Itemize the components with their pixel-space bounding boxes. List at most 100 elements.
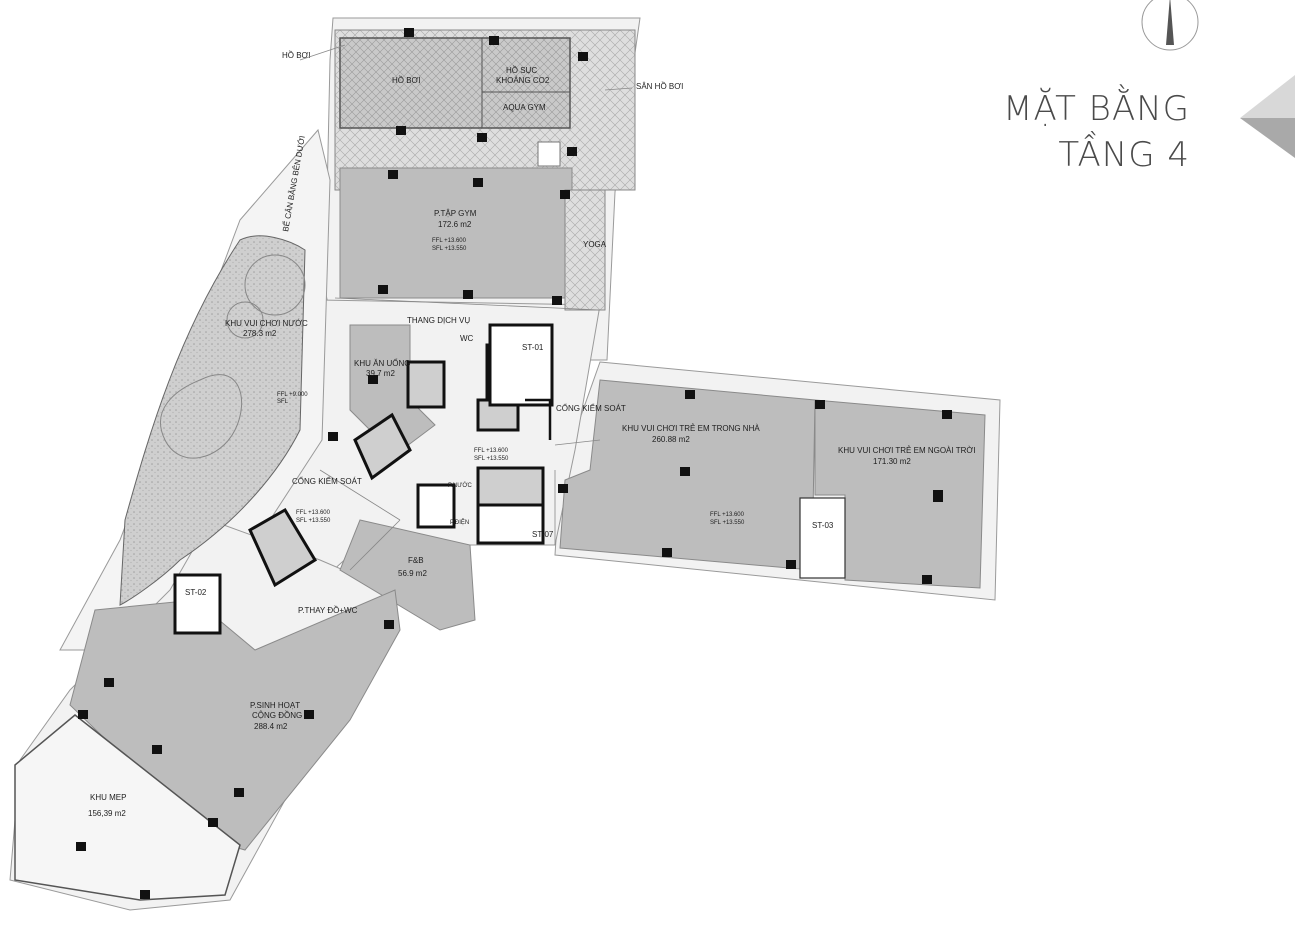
- label-community-name-2: CỘNG ĐỒNG: [252, 710, 302, 720]
- label-water-play-area: 278.3 m2: [243, 329, 277, 338]
- water-feature: [244, 254, 306, 316]
- label-st07: ST-07: [532, 530, 554, 539]
- label-st02: ST-02: [185, 588, 207, 597]
- label-outdoor-kids-area: 171.30 m2: [873, 457, 911, 466]
- pool: [339, 37, 571, 129]
- label-cong-kiem-soat-1: CỔNG KIỂM SOÁT: [556, 404, 626, 413]
- column: [388, 170, 398, 179]
- column: [477, 133, 487, 142]
- column: [489, 36, 499, 45]
- north-arrow-icon: [1141, 0, 1199, 51]
- yoga-room: [564, 189, 606, 311]
- label-ho-boi-tag: HỒ BƠI: [282, 50, 311, 60]
- label-ffl-lobby-2: SFL +13.550: [474, 456, 509, 462]
- column: [234, 788, 244, 797]
- label-gym-name: P.TẬP GYM: [434, 209, 477, 218]
- column: [208, 818, 218, 827]
- label-ffl-kids-2: SFL +13.550: [710, 520, 745, 526]
- column: [942, 410, 952, 419]
- title-line-1: MẶT BẰNG: [1003, 89, 1190, 129]
- column: [685, 390, 695, 399]
- stair-st03: [799, 497, 846, 579]
- column: [152, 745, 162, 754]
- column: [933, 490, 943, 502]
- pool-stair: [537, 141, 561, 167]
- column: [463, 290, 473, 299]
- label-community-area: 288.4 m2: [254, 722, 288, 731]
- label-ffl-west-1: FFL +13.600: [296, 510, 331, 516]
- label-yoga: YOGA: [583, 240, 607, 249]
- label-wc: WC: [460, 334, 474, 343]
- label-ffl-gym-2: SFL +13.550: [432, 246, 467, 252]
- wall-line: [554, 439, 601, 545]
- label-fb-name: F&B: [408, 556, 424, 565]
- label-ffl-west-2: SFL +13.550: [296, 518, 331, 524]
- column: [473, 178, 483, 187]
- label-san-ho-boi: SÂN HỒ BƠI: [636, 81, 683, 91]
- label-indoor-kids-area: 260.88 m2: [652, 435, 690, 444]
- elevator-core: [353, 412, 412, 481]
- label-ho-suc-2: KHOÁNG CO2: [496, 76, 550, 85]
- column: [552, 296, 562, 305]
- column: [76, 842, 86, 851]
- column: [104, 678, 114, 687]
- column: [368, 375, 378, 384]
- column: [922, 575, 932, 584]
- column: [384, 620, 394, 629]
- column: [815, 400, 825, 409]
- column: [140, 890, 150, 899]
- stair-st02: [173, 573, 222, 635]
- label-mep-name: KHU MEP: [90, 793, 126, 802]
- label-p-nuoc: P.NƯỚC: [448, 482, 472, 489]
- label-ffl-gym-1: FFL +13.600: [432, 238, 467, 244]
- water-feature: [159, 374, 243, 459]
- column: [578, 52, 588, 61]
- label-cong-kiem-soat-2: CỔNG KIỂM SOÁT: [292, 477, 362, 486]
- label-outdoor-kids-name: KHU VUI CHƠI TRẺ EM NGOÀI TRỜI: [838, 446, 975, 455]
- label-st01: ST-01: [522, 343, 544, 352]
- stair-st01: [488, 323, 554, 407]
- label-ho-suc-1: HỒ SỤC: [506, 65, 537, 75]
- column: [404, 28, 414, 37]
- label-ffl-kids-1: FFL +13.600: [710, 512, 745, 518]
- label-thang-dich-vu: THANG DỊCH VỤ: [407, 316, 470, 325]
- label-ho-boi: HỒ BƠI: [392, 75, 421, 85]
- label-st03: ST-03: [812, 521, 834, 530]
- elevator-core: [406, 360, 446, 409]
- label-gym-area: 172.6 m2: [438, 220, 472, 229]
- page-title: MẶT BẰNG TẦNG 4: [1003, 86, 1190, 178]
- column: [396, 126, 406, 135]
- label-community-name-1: P.SINH HOẠT: [250, 701, 300, 710]
- label-fb-area: 56.9 m2: [398, 569, 427, 578]
- label-ffl-water-2: SFL: [277, 399, 289, 405]
- stair-st07: [476, 503, 545, 545]
- mep-area: [14, 714, 241, 901]
- dining-room: [349, 324, 436, 456]
- column: [567, 147, 577, 156]
- label-p-dien: P.ĐIỆN: [450, 518, 469, 526]
- fb-room: [339, 519, 476, 631]
- wall-line: [525, 398, 552, 440]
- label-mep-area: 156,39 m2: [88, 809, 126, 818]
- label-ffl-lobby-1: FFL +13.600: [474, 448, 509, 454]
- wall-line: [319, 297, 601, 571]
- column: [786, 560, 796, 569]
- column: [560, 190, 570, 199]
- column: [304, 710, 314, 719]
- triangle-emblem-icon: [1240, 75, 1295, 158]
- columns: [76, 28, 952, 899]
- water-play-area: [119, 235, 306, 606]
- label-ffl-water-1: FFL +9.000: [277, 392, 308, 398]
- title-line-2: TẦNG 4: [1058, 135, 1190, 175]
- column: [328, 432, 338, 441]
- label-dining-name: KHU ĂN UỐNG: [354, 358, 410, 368]
- gym-room: [339, 167, 573, 299]
- column: [78, 710, 88, 719]
- elevator-core: [476, 466, 545, 512]
- column: [680, 467, 690, 476]
- outdoor-kids-room: [814, 399, 986, 589]
- label-aqua-gym: AQUA GYM: [503, 103, 546, 112]
- column: [558, 484, 568, 493]
- water-feature: [226, 301, 264, 339]
